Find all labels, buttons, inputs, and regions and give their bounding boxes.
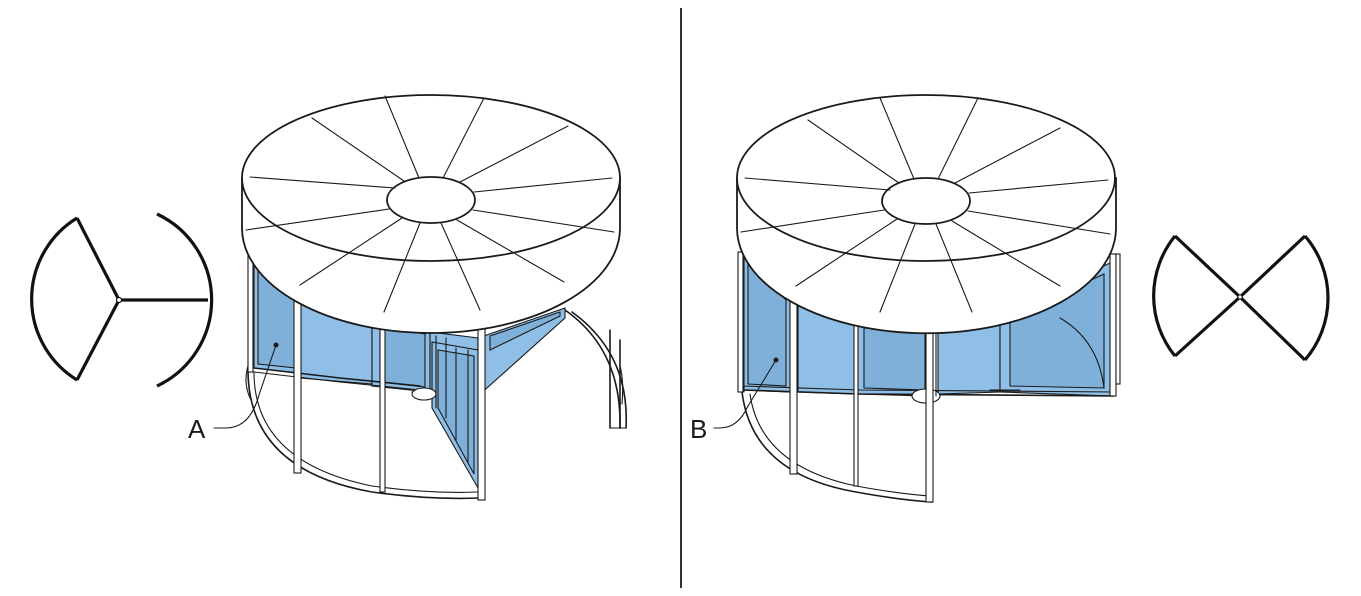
callout-label-b: B [690,414,707,444]
plan-symbol-four-wing [1152,234,1330,362]
revolving-door-four-wing: B [690,94,1121,503]
callout-label-a: A [188,414,206,444]
plan-symbol-three-wing [30,212,214,388]
revolving-door-three-wing: A [188,94,628,501]
